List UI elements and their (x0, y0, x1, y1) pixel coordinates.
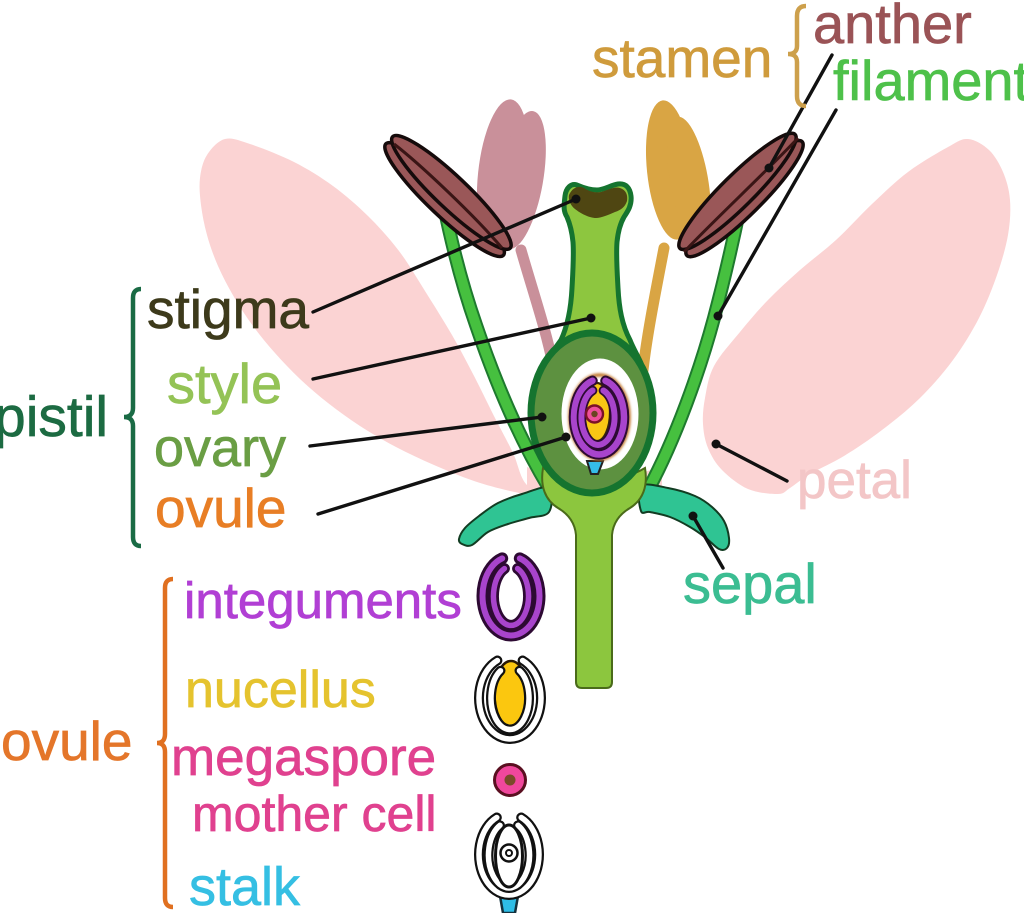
svg-text:mother cell: mother cell (192, 786, 437, 842)
svg-text:pistil: pistil (0, 385, 108, 449)
svg-text:ovary: ovary (154, 418, 286, 478)
svg-text:ovule: ovule (1, 710, 132, 772)
svg-text:filament: filament (833, 49, 1024, 112)
svg-text:stamen: stamen (592, 27, 772, 89)
svg-text:ovule: ovule (155, 477, 286, 539)
svg-text:sepal: sepal (683, 552, 817, 615)
svg-text:nucellus: nucellus (185, 661, 376, 719)
svg-text:anther: anther (813, 0, 972, 55)
svg-text:stigma: stigma (147, 278, 309, 340)
svg-text:stalk: stalk (189, 857, 301, 913)
svg-text:petal: petal (797, 451, 912, 510)
svg-text:style: style (167, 352, 282, 415)
svg-text:megaspore: megaspore (171, 728, 436, 787)
svg-text:integuments: integuments (184, 572, 462, 629)
